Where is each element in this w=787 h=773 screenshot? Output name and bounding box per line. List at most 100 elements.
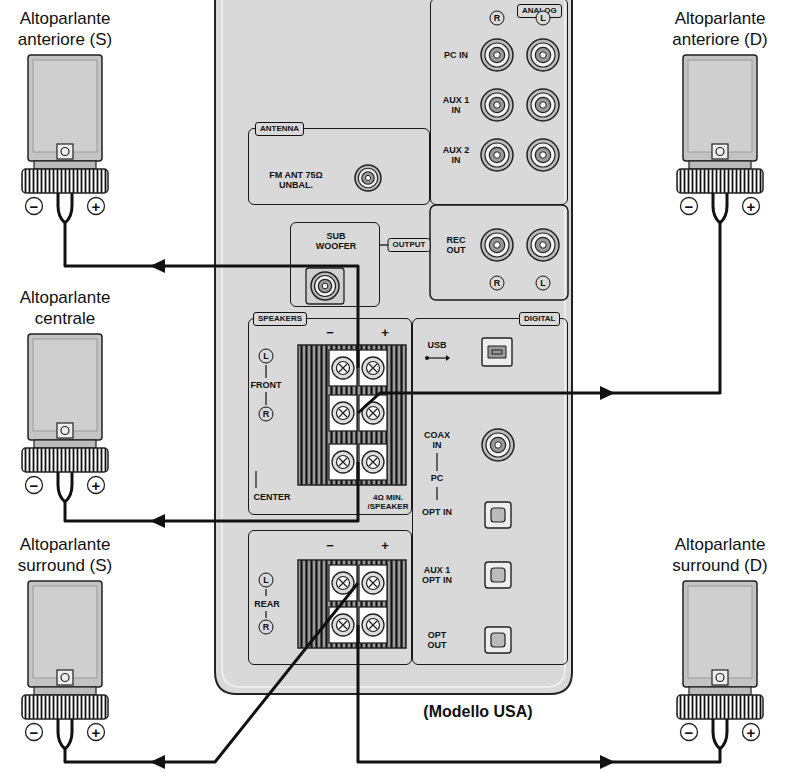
art-stroke (362, 451, 384, 473)
art-stroke (369, 621, 377, 629)
art-stroke (494, 242, 500, 248)
art-stroke (222, 0, 565, 687)
speaker-base (677, 169, 763, 193)
polarity-sign: + (747, 725, 756, 740)
speaker-cabinet (683, 55, 757, 161)
art-stroke (535, 47, 550, 62)
polarity-sign: − (685, 725, 694, 740)
speaker-base (677, 695, 763, 719)
art-stroke (716, 674, 724, 682)
art-stroke (339, 409, 347, 417)
rca-jack (481, 39, 513, 71)
art-stroke (436, 487, 437, 500)
panel-section: ANTENNA (248, 128, 430, 205)
art-stroke (306, 268, 344, 304)
art-stroke (488, 346, 506, 358)
art-stroke (362, 614, 384, 636)
polarity-sign: − (324, 326, 336, 339)
art-stroke (367, 456, 380, 469)
art-stroke (339, 364, 347, 372)
speaker: Altoparlante anteriore (D)−+ (655, 6, 785, 224)
art-stroke (531, 43, 555, 67)
rca-jack (481, 139, 513, 171)
art-stroke (485, 143, 509, 167)
art-stroke (61, 148, 69, 156)
art-stroke (491, 508, 505, 522)
art-stroke (436, 453, 437, 471)
speaker-name: Altoparlante centrale (0, 287, 130, 329)
art-stroke (367, 619, 380, 632)
connector-label: FM ANT 75Ω UNBAL. (266, 170, 326, 190)
speaker-art (0, 580, 130, 750)
speaker-art (655, 54, 785, 224)
speaker-wire (65, 462, 358, 528)
art-stroke (425, 356, 429, 360)
art-stroke (57, 670, 73, 685)
art-stroke (26, 477, 43, 494)
connector-label: OPT OUT (420, 630, 454, 650)
connector-label: REC OUT (441, 235, 471, 255)
speaker-name: Altoparlante anteriore (D) (655, 8, 785, 50)
art-stroke (88, 724, 105, 741)
channel-mark: L (259, 349, 274, 364)
channel-mark: L (536, 11, 551, 26)
art-stroke (689, 687, 751, 695)
terminal (329, 395, 357, 431)
speaker-cabinet (28, 334, 102, 440)
speaker-name: Altoparlante surround (D) (655, 534, 785, 576)
rca-jack (527, 139, 559, 171)
arrow-head (150, 755, 165, 769)
speaker-name: Altoparlante surround (S) (0, 534, 130, 576)
art-stroke (540, 242, 546, 248)
art-stroke (369, 409, 377, 417)
art-stroke (315, 276, 336, 297)
connector-label: COAX IN (420, 430, 454, 450)
speaker-base (22, 169, 108, 193)
channel-mark: R (259, 620, 274, 635)
art-stroke (265, 392, 266, 405)
connector-label: AUX 1 IN (441, 95, 471, 115)
wire-path (65, 583, 358, 762)
art-stroke (265, 365, 266, 378)
speaker-base (22, 695, 108, 719)
art-stroke (743, 198, 760, 215)
art-stroke (495, 442, 501, 448)
connector-label: FRONT (251, 380, 282, 390)
art-stroke (540, 152, 546, 158)
model-note: (Modello USA) (423, 703, 532, 721)
speaker-cabinet (683, 581, 757, 687)
speaker-lead (58, 193, 72, 224)
art-stroke (367, 577, 380, 590)
art-stroke (531, 93, 555, 117)
art-stroke (531, 233, 555, 257)
art-stroke (491, 568, 505, 582)
panel-section: DIGITAL (412, 318, 568, 665)
terminal (359, 444, 387, 480)
art-stroke (34, 440, 96, 448)
art-stroke (61, 427, 69, 435)
connector-label: OUTPUT (388, 238, 431, 252)
art-stroke (332, 357, 354, 379)
section-title: SPEAKERS (253, 312, 307, 326)
art-stroke (743, 724, 760, 741)
speaker-lead (713, 719, 727, 750)
art-stroke (322, 283, 328, 289)
rca-jack (481, 89, 513, 121)
art-stroke (540, 102, 546, 108)
speaker-base (22, 448, 108, 472)
polarity-sign: + (92, 725, 101, 740)
art-stroke (367, 407, 380, 420)
art-stroke (485, 233, 509, 257)
channel-mark: R (490, 276, 505, 291)
art-stroke (337, 407, 350, 420)
art-stroke (339, 458, 347, 466)
art-stroke (33, 339, 97, 431)
art-stroke (681, 724, 698, 741)
speaker-cabinet (28, 55, 102, 161)
connector-label: PC (431, 473, 444, 483)
art-stroke (489, 97, 504, 112)
art-stroke (362, 172, 374, 184)
art-stroke (265, 611, 266, 618)
art-stroke (367, 362, 380, 375)
